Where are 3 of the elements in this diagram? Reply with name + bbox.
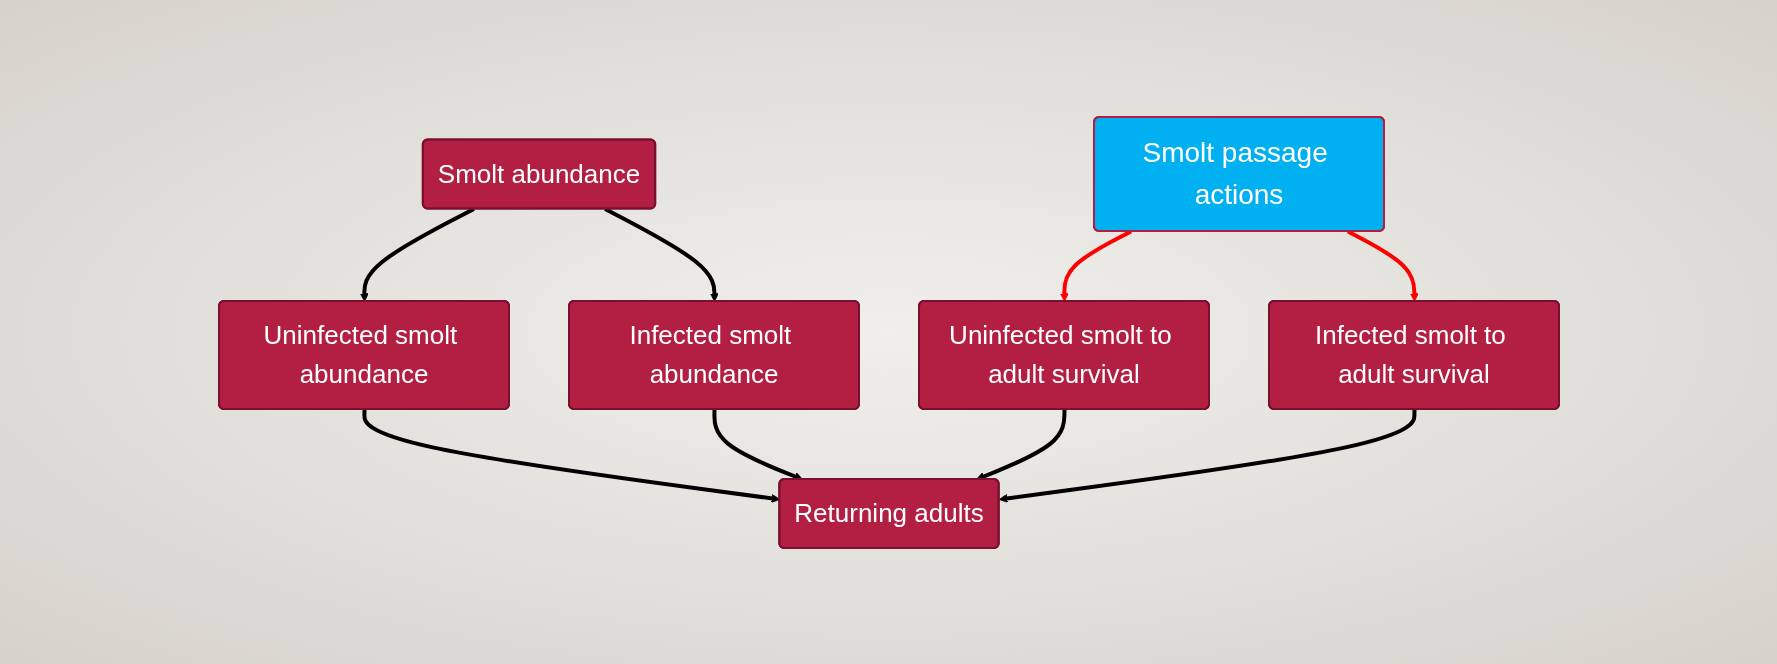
arrow bbox=[1346, 229, 1419, 302]
arrow bbox=[1059, 229, 1132, 302]
arrow bbox=[998, 408, 1416, 503]
